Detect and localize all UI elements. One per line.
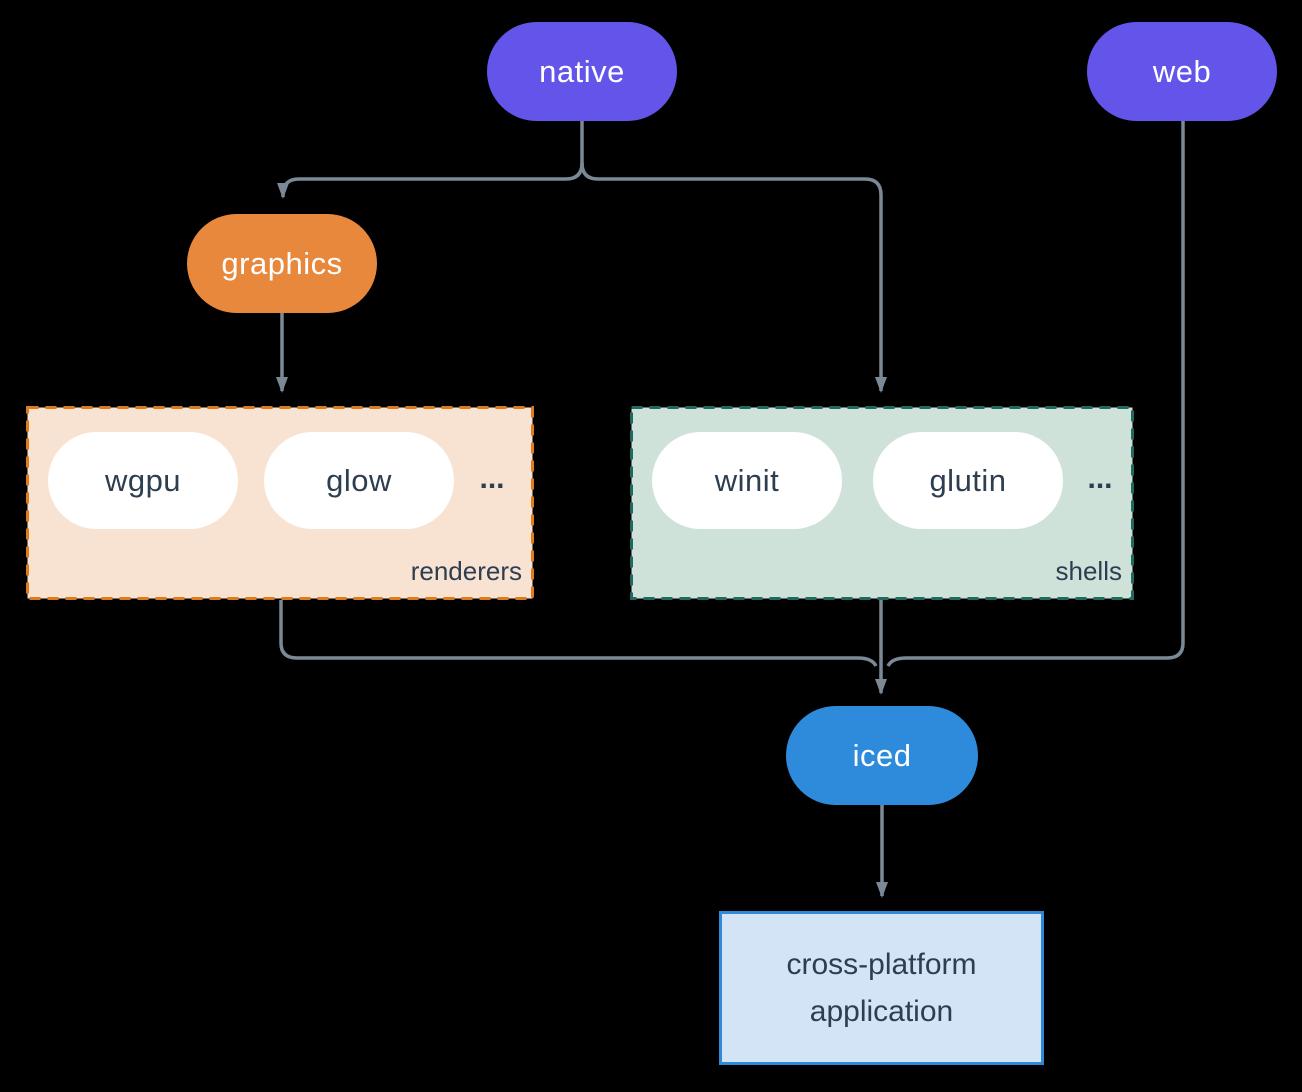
- node-web-label: web: [1152, 53, 1212, 89]
- node-glutin: glutin: [873, 432, 1063, 529]
- edge-native-graphics: [277, 162, 584, 199]
- node-winit-label: winit: [714, 462, 780, 498]
- node-native-label: native: [539, 53, 625, 89]
- renderers-group-label: renderers: [410, 556, 522, 586]
- node-native: native: [487, 22, 677, 121]
- node-glow: glow: [264, 432, 454, 529]
- node-graphics: graphics: [187, 214, 377, 313]
- shells-ellipsis: ...: [1087, 462, 1113, 495]
- node-wgpu-label: wgpu: [104, 462, 182, 498]
- node-glutin-label: glutin: [929, 462, 1007, 498]
- node-iced-label: iced: [852, 737, 912, 773]
- node-graphics-label: graphics: [221, 245, 343, 281]
- node-winit: winit: [652, 432, 842, 529]
- edge-native-shells: [580, 162, 887, 393]
- node-app-label: cross-platform application: [786, 948, 977, 1028]
- node-glow-label: glow: [326, 462, 392, 498]
- shells-group-label: shells: [1055, 556, 1122, 586]
- edge-renderers-iced: [279, 600, 878, 667]
- node-web: web: [1087, 22, 1277, 121]
- node-wgpu: wgpu: [48, 432, 238, 529]
- renderers-ellipsis: ...: [479, 462, 505, 495]
- node-iced: iced: [786, 706, 978, 805]
- node-cross-platform-application: cross-platform application: [719, 911, 1044, 1065]
